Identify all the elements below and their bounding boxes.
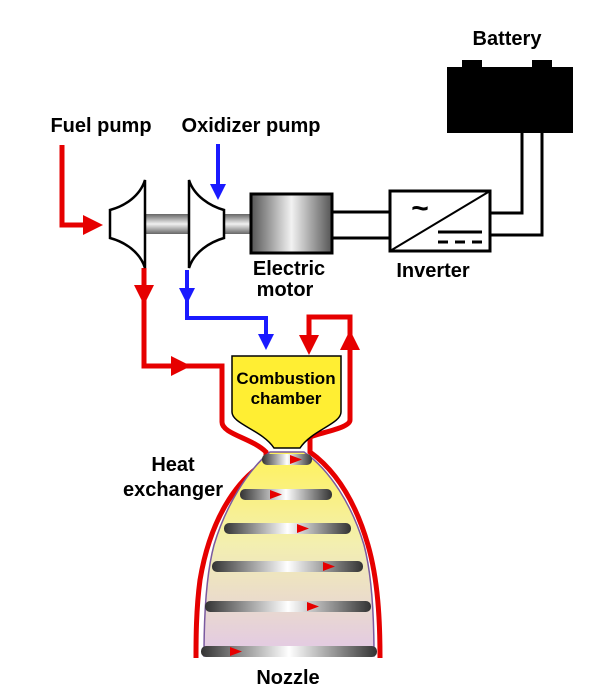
- inverter-ac-symbol: ~: [411, 192, 429, 225]
- battery-label: Battery: [473, 28, 543, 50]
- fuel-pump: [108, 179, 147, 269]
- heat-exchanger-label-line2: exchanger: [123, 479, 223, 501]
- fuel-pump-label: Fuel pump: [50, 115, 151, 137]
- oxidizer-line: [179, 144, 274, 350]
- inverter: ~: [388, 189, 492, 253]
- fuel-line: [59, 145, 383, 659]
- heat-exchanger-label-line1: Heat: [151, 454, 195, 476]
- battery: [447, 60, 573, 133]
- combustion-chamber-label-line1: Combustion: [236, 369, 335, 388]
- electric-motor: [249, 192, 334, 255]
- electric-motor-label-line2: motor: [257, 279, 314, 301]
- combustion-chamber-label-line2: chamber: [251, 389, 322, 408]
- electric-motor-label-line1: Electric: [253, 258, 325, 280]
- battery-wires: [490, 133, 544, 237]
- inverter-label: Inverter: [396, 260, 470, 282]
- motor-wires: [332, 210, 390, 240]
- nozzle-label: Nozzle: [256, 667, 319, 687]
- oxidizer-pump-label: Oxidizer pump: [182, 115, 321, 137]
- nozzle: [203, 451, 375, 657]
- heat-exchanger-flow-arrows: [230, 455, 335, 656]
- oxidizer-pump: [187, 179, 226, 269]
- inverter-dc-symbol: [438, 230, 482, 244]
- combustion-chamber: [231, 355, 342, 449]
